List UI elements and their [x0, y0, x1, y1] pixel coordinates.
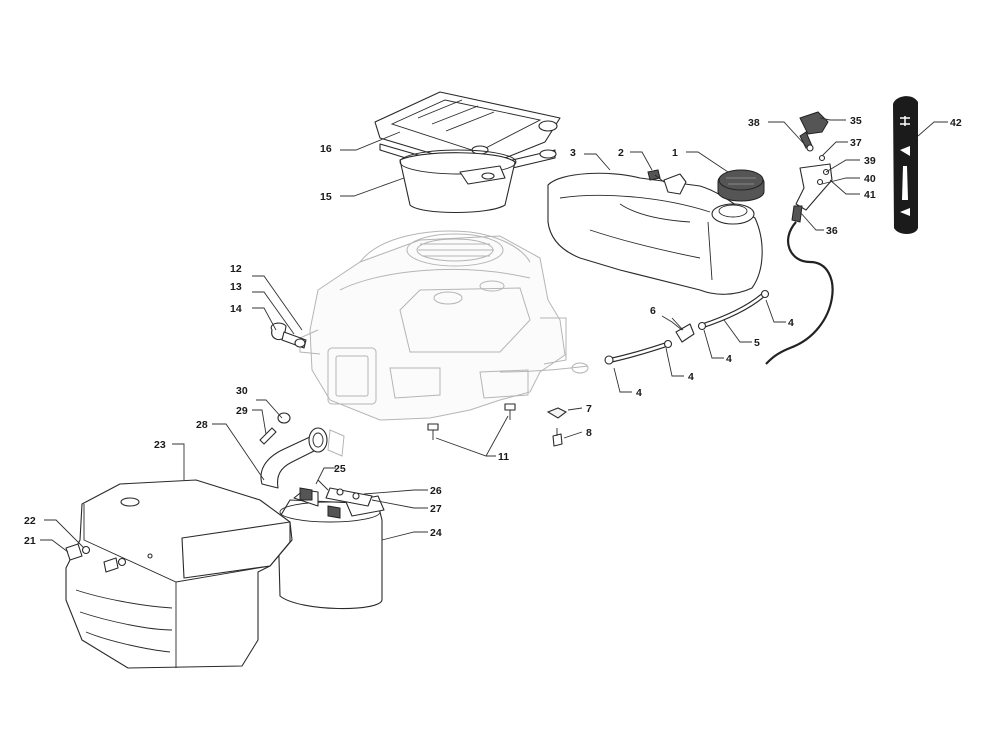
- callout-35: 35: [850, 115, 862, 127]
- callout-4b: 4: [688, 371, 694, 383]
- fuel-cap: [717, 169, 765, 202]
- callout-4a: 4: [636, 387, 642, 399]
- fuel-hoses: [604, 289, 770, 365]
- callout-37: 37: [850, 137, 862, 149]
- callout-39: 39: [864, 155, 876, 167]
- leader-lines: [40, 117, 948, 553]
- callout-24: 24: [430, 527, 442, 539]
- callout-38: 38: [748, 117, 760, 129]
- callout-3: 3: [570, 147, 576, 159]
- callout-13: 13: [230, 281, 242, 293]
- fuel-tank: [547, 172, 763, 295]
- callout-4d: 4: [788, 317, 794, 329]
- callout-5: 5: [754, 337, 760, 349]
- callout-36: 36: [826, 225, 838, 237]
- exhaust-elbow: [259, 412, 345, 489]
- callout-8: 8: [586, 427, 592, 439]
- callout-28: 28: [196, 419, 208, 431]
- callout-4c: 4: [726, 353, 732, 365]
- fuel-fitting-left: [270, 322, 307, 349]
- callout-26: 26: [430, 485, 442, 497]
- callout-16: 16: [320, 143, 332, 155]
- callout-1: 1: [672, 147, 678, 159]
- callout-12: 12: [230, 263, 242, 275]
- muffler-guard: [65, 479, 293, 669]
- tank-screw: [647, 169, 665, 183]
- callout-27: 27: [430, 503, 442, 515]
- callout-11: 11: [498, 451, 509, 463]
- throttle-decal: [893, 96, 918, 234]
- callout-6: 6: [650, 305, 656, 317]
- callout-41: 41: [864, 189, 876, 201]
- callout-25: 25: [334, 463, 346, 475]
- callout-2: 2: [618, 147, 624, 159]
- muffler-bracket: [317, 479, 373, 507]
- callout-15: 15: [320, 191, 332, 203]
- throttle-control: [765, 111, 834, 365]
- callout-30: 30: [236, 385, 248, 397]
- engine-block: [299, 230, 589, 421]
- callout-7: 7: [586, 403, 592, 415]
- fasteners: [427, 403, 568, 447]
- muffler: [277, 487, 385, 610]
- callout-23: 23: [154, 439, 166, 451]
- callout-21: 21: [24, 535, 36, 547]
- callout-22: 22: [24, 515, 36, 527]
- callout-labels: 1 2 3 4 4 4 4 5 6 7 8 11 12 13 14 15 16 …: [24, 115, 962, 547]
- callout-42: 42: [950, 117, 962, 129]
- callout-14: 14: [230, 303, 242, 315]
- callout-40: 40: [864, 173, 876, 185]
- air-filter-element: [399, 149, 517, 213]
- callout-29: 29: [236, 405, 248, 417]
